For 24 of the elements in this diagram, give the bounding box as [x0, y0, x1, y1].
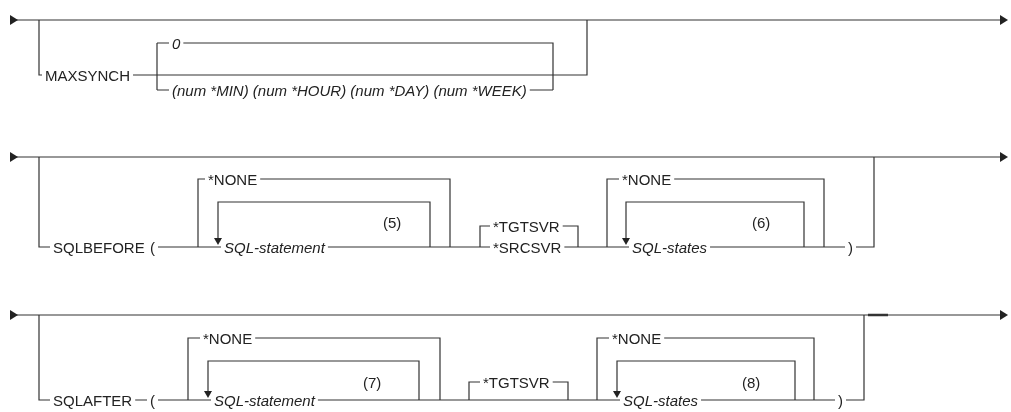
- variable-term: SQL-statement: [214, 392, 315, 408]
- parenthesis-symbol: (: [150, 239, 155, 255]
- default-value: *NONE: [208, 171, 258, 187]
- syntax-keyword: SQLAFTER: [53, 392, 133, 408]
- default-value: *TGTSVR: [493, 218, 560, 234]
- variable-term: SQL-states: [623, 392, 699, 408]
- parenthesis-symbol: ): [848, 239, 853, 255]
- parenthesis-symbol: (: [150, 392, 155, 408]
- note-reference: (5): [383, 214, 402, 230]
- parenthesis-symbol: ): [838, 392, 843, 408]
- option-keyword: *SRCSVR: [493, 239, 562, 255]
- default-value: 0: [172, 35, 181, 51]
- default-value: *TGTSVR: [483, 374, 550, 390]
- note-reference: (6): [752, 214, 771, 230]
- variable-term: SQL-statement: [224, 239, 325, 255]
- default-value: *NONE: [622, 171, 672, 187]
- note-reference: (7): [363, 374, 382, 390]
- default-value: *NONE: [612, 330, 662, 346]
- syntax-keyword: SQLBEFORE: [53, 239, 145, 255]
- default-value: *NONE: [203, 330, 253, 346]
- variable-term: (num *MIN) (num *HOUR) (num *DAY) (num *WEEK): [172, 82, 527, 98]
- note-reference: (8): [742, 374, 761, 390]
- variable-term: SQL-states: [632, 239, 708, 255]
- syntax-keyword: MAXSYNCH: [45, 67, 130, 83]
